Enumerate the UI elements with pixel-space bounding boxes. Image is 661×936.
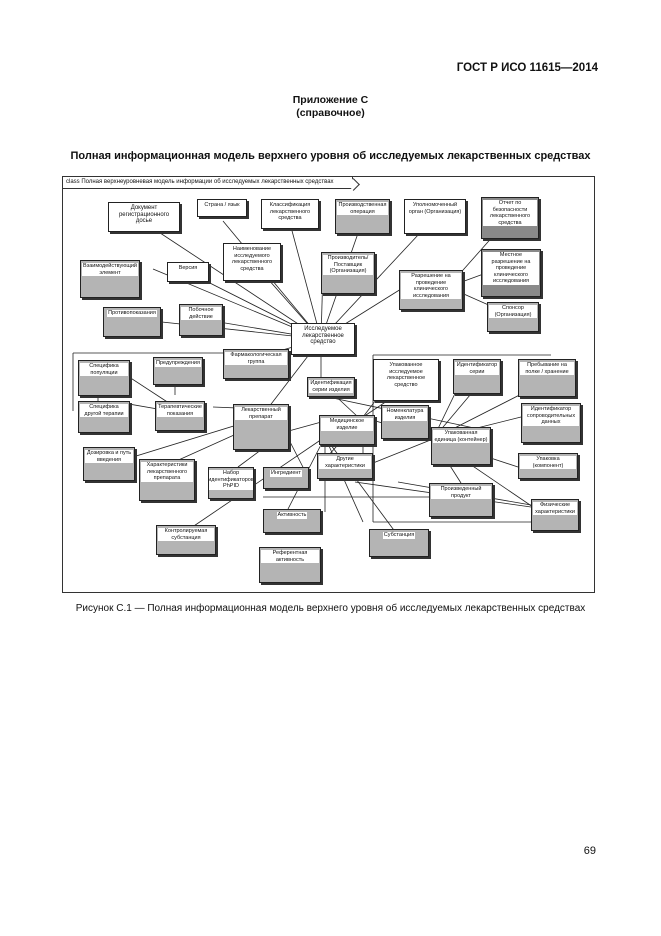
uml-diagram-frame: class Полная верхнеуровневая модель инфо… bbox=[62, 176, 595, 593]
figure-caption: Рисунок С.1 — Полная информационная моде… bbox=[75, 603, 586, 614]
box-safety-report: Отчет по безопасности лекарственного сре… bbox=[481, 197, 539, 239]
box-therapeutic-indications: Терапевтические показания bbox=[155, 401, 205, 431]
box-side-effects: Побочное действие bbox=[179, 304, 223, 336]
box-sponsor: Спонсор (Организация) bbox=[487, 302, 539, 332]
box-population-specifics: Специфика популяции bbox=[78, 360, 130, 396]
box-manufacturing-operation: Производственная операция bbox=[335, 199, 390, 234]
box-version: Версия bbox=[167, 262, 209, 282]
box-contraindications: Противопоказания bbox=[103, 307, 161, 337]
standard-header: ГОСТ Р ИСО 11615—2014 bbox=[456, 62, 598, 74]
box-controlled-substance: Контролируемая субстанция bbox=[156, 525, 216, 555]
box-activity: Активность bbox=[263, 509, 321, 533]
box-other-characteristics: Другие характеристики bbox=[317, 453, 373, 479]
box-classification: Классификация лекарственного средства bbox=[261, 199, 319, 229]
box-interacting-element: Взаимодействующий элемент bbox=[80, 260, 140, 298]
box-series-identifier: Идентификатор серии bbox=[453, 359, 501, 394]
box-phpid-set: Набор идентификаторов PhPID bbox=[208, 467, 254, 499]
box-manufacturer-supplier: Производитель/Поставщик (Организация) bbox=[321, 252, 375, 294]
box-container-component: Упаковка (компонент) bbox=[518, 453, 578, 479]
box-ingredient: Ингредиент bbox=[263, 467, 309, 489]
box-packaged-unit: Упакованная единица (контейнер) bbox=[431, 427, 491, 465]
appendix-type: (справочное) bbox=[296, 107, 365, 119]
box-product-batch-id: Идентификация серии изделия bbox=[307, 377, 355, 397]
box-pharmacological-group: Фармакологическая группа bbox=[223, 349, 289, 379]
box-device-nomenclature: Номенклатура изделия bbox=[381, 405, 429, 439]
box-dosage-route: Дозировка и путь введения bbox=[83, 447, 135, 481]
box-accompanying-data-id: Идентификатор сопроводительных данных bbox=[521, 403, 581, 443]
box-medicinal-product: Лекарственный препарат bbox=[233, 404, 289, 450]
box-substance: Субстанция bbox=[369, 529, 429, 557]
box-authorized-organization: Уполномоченный орган (Организация) bbox=[404, 199, 466, 234]
diagram-frame-label: class Полная верхнеуровневая модель инфо… bbox=[63, 177, 353, 189]
appendix-label: Приложение С bbox=[292, 94, 369, 106]
box-packaged-imp: Упакованное исследуемое лекарственное ср… bbox=[373, 359, 439, 401]
box-precautions: Предупреждения bbox=[153, 357, 203, 385]
box-other-therapy: Специфика другой терапии bbox=[78, 401, 130, 433]
box-registration-document: Документ регистрационного досье bbox=[108, 202, 180, 232]
appendix-heading: Приложение С (справочное) bbox=[0, 94, 661, 120]
page-title: Полная информационная модель верхнего ур… bbox=[70, 150, 591, 162]
box-country-language: Страна / язык bbox=[197, 199, 247, 217]
box-product-characteristics: Характеристики лекарственного препарата bbox=[139, 459, 195, 501]
box-medical-device: Медицинское изделие bbox=[319, 415, 375, 445]
box-trial-permission: Разрешение на проведение клинического ис… bbox=[399, 270, 463, 310]
box-reference-activity: Референтная активность bbox=[259, 547, 321, 583]
box-investigational-product: Исследуемое лекарственное средство bbox=[291, 323, 355, 355]
box-local-permission: Местное разрешение на проведение клиниче… bbox=[481, 249, 541, 297]
box-imp-names: Наименование исследуемого лекарственного… bbox=[223, 243, 281, 281]
page-number: 69 bbox=[583, 845, 596, 857]
box-physical-characteristics: Физические характеристики bbox=[531, 499, 579, 531]
box-manufactured-item: Произведенный продукт bbox=[429, 483, 493, 517]
box-shelf-storage: Пребывание на полке / хранение bbox=[518, 359, 576, 397]
